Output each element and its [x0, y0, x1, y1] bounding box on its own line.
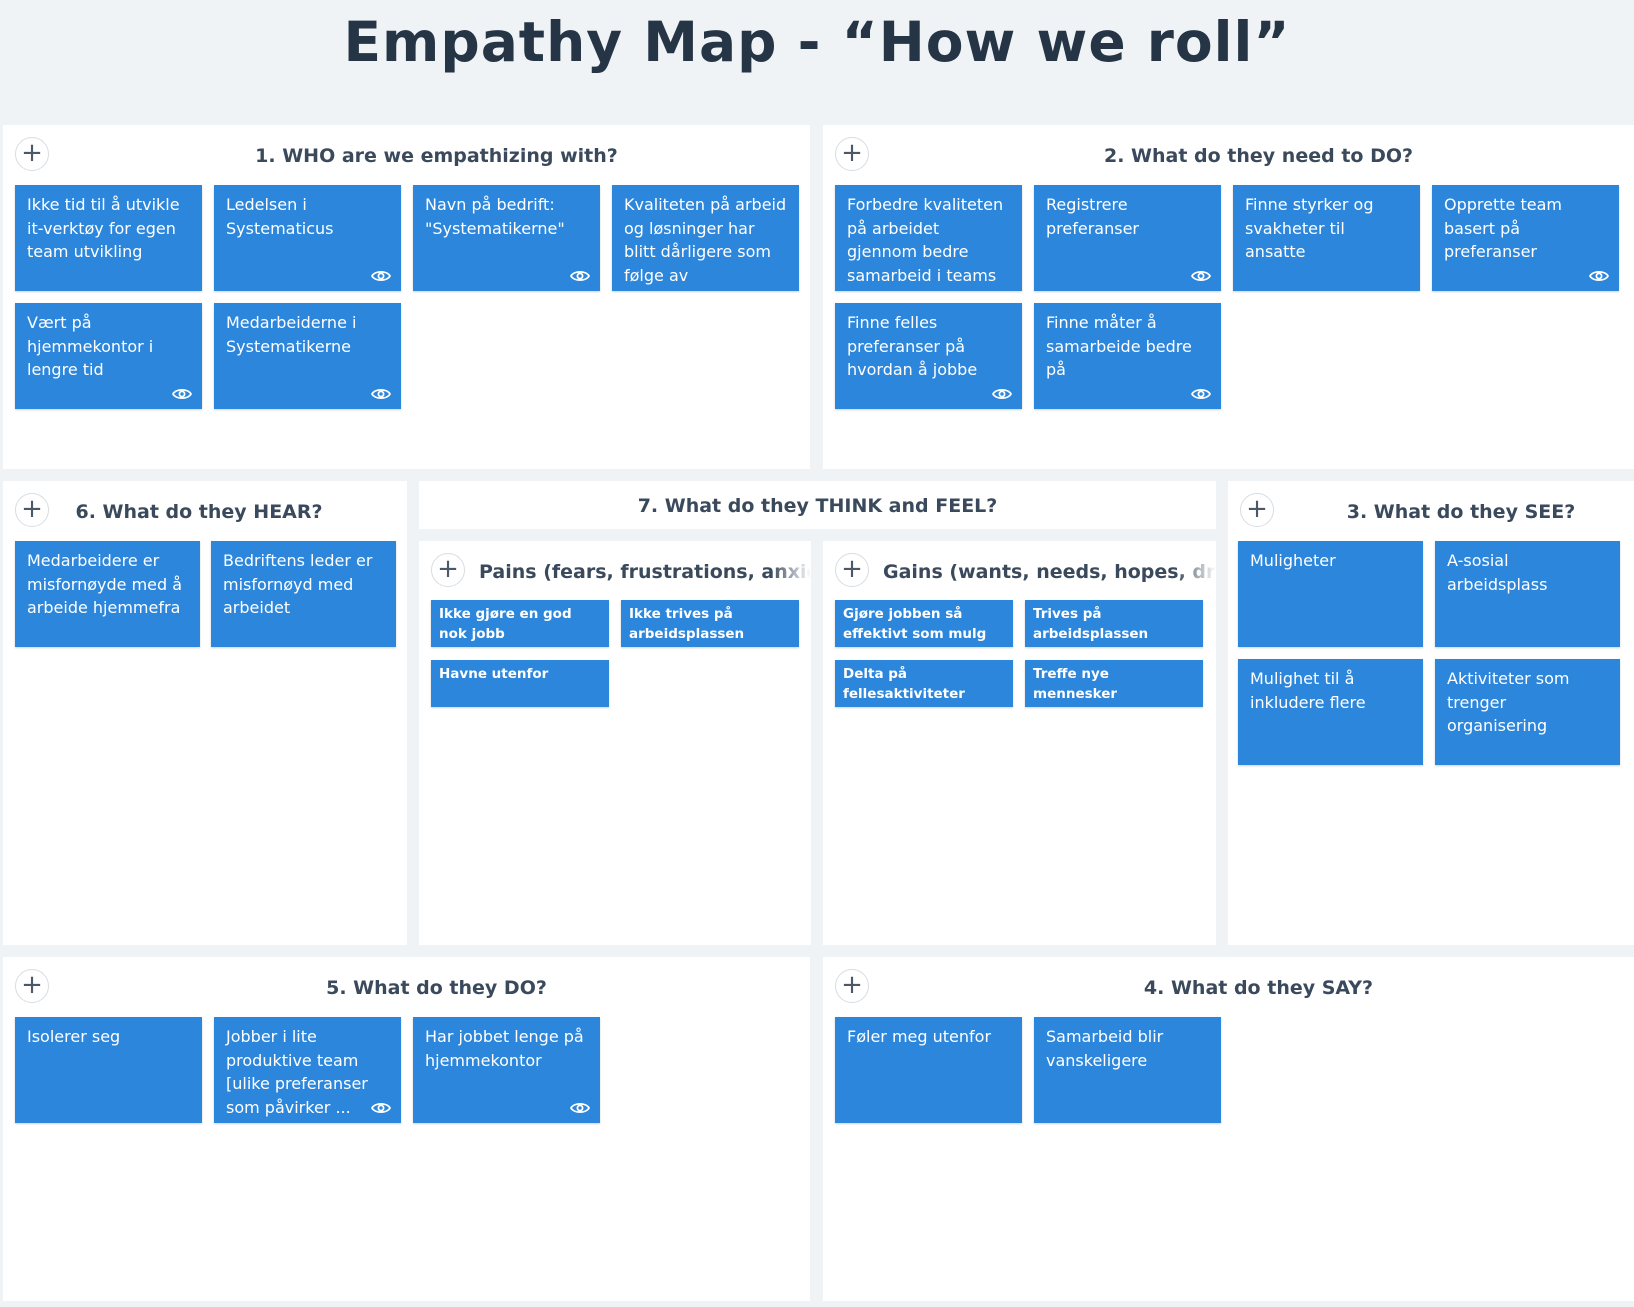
- sticky-note[interactable]: Havne utenfor: [431, 660, 609, 707]
- sticky-note-text: Jobber i lite produktive team [ulike pre…: [226, 1027, 368, 1117]
- sticky-note[interactable]: Forbedre kvaliteten på arbeidet gjennom …: [835, 185, 1022, 291]
- eye-icon[interactable]: [1589, 269, 1609, 283]
- sticky-note-text: Medarbeiderne i Systematikerne: [226, 313, 357, 356]
- sticky-note[interactable]: Føler meg utenfor: [835, 1017, 1022, 1123]
- title-fade: [771, 555, 811, 589]
- sticky-note[interactable]: Ikke trives på arbeidsplassen: [621, 600, 799, 647]
- panel-need-to-do: + 2. What do they need to DO? Forbedre k…: [823, 125, 1634, 469]
- sticky-note[interactable]: Aktiviteter som trenger organisering: [1435, 659, 1620, 765]
- panel-hear: + 6. What do they HEAR? Medarbeidere er …: [3, 481, 407, 945]
- eye-icon[interactable]: [992, 387, 1012, 401]
- sticky-note-text: Ikke trives på arbeidsplassen: [629, 606, 745, 642]
- sticky-note[interactable]: Kvaliteten på arbeid og løsninger har bl…: [612, 185, 799, 291]
- sticky-note-text: Kvaliteten på arbeid og løsninger har bl…: [624, 195, 787, 291]
- sticky-note[interactable]: Opprette team basert på preferanser: [1432, 185, 1619, 291]
- sticky-note-text: Bedriftens leder er misfornøyd med arbei…: [223, 551, 373, 617]
- sticky-note[interactable]: Samarbeid blir vanskeligere: [1034, 1017, 1221, 1123]
- sticky-note-text: Ledelsen i Systematicus: [226, 195, 334, 238]
- sticky-note[interactable]: Medarbeiderne i Systematikerne: [214, 303, 401, 409]
- sticky-note[interactable]: Finne måter å samarbeide bedre på: [1034, 303, 1221, 409]
- sticky-note-text: Finne felles preferanser på hvordan å jo…: [847, 313, 978, 379]
- title-fade: [1176, 555, 1216, 589]
- add-card-button[interactable]: +: [835, 137, 869, 171]
- add-card-button[interactable]: +: [15, 969, 49, 1003]
- sticky-note[interactable]: Treffe nye mennesker: [1025, 660, 1203, 707]
- sticky-note-text: Ikke tid til å utvikle it-verktøy for eg…: [27, 195, 180, 261]
- eye-icon[interactable]: [172, 387, 192, 401]
- sticky-note-text: Samarbeid blir vanskeligere: [1046, 1027, 1164, 1070]
- panel-think-feel-header: 7. What do they THINK and FEEL?: [419, 481, 1216, 529]
- add-card-button[interactable]: +: [15, 137, 49, 171]
- sticky-note-text: Aktiviteter som trenger organisering: [1447, 669, 1570, 735]
- panel-see: + 3. What do they SEE? Muligheter A-sosi…: [1228, 481, 1634, 945]
- sticky-note[interactable]: Gjøre jobben så effektivt som mulg: [835, 600, 1013, 647]
- add-card-button[interactable]: +: [1240, 493, 1274, 527]
- sticky-note[interactable]: Medarbeidere er misfornøyde med å arbeid…: [15, 541, 200, 647]
- sticky-note-text: Opprette team basert på preferanser: [1444, 195, 1562, 261]
- sticky-note-text: A-sosial arbeidsplass: [1447, 551, 1548, 594]
- panel-title: 6. What do they HEAR?: [75, 501, 323, 523]
- sticky-note[interactable]: Delta på fellesaktiviteter: [835, 660, 1013, 707]
- sticky-note[interactable]: Ledelsen i Systematicus: [214, 185, 401, 291]
- sticky-note[interactable]: Bedriftens leder er misfornøyd med arbei…: [211, 541, 396, 647]
- gains-title: Gains (wants, needs, hopes, dreams): [883, 561, 1216, 583]
- panel-title: 2. What do they need to DO?: [1103, 145, 1414, 167]
- sticky-note[interactable]: A-sosial arbeidsplass: [1435, 541, 1620, 647]
- add-card-button[interactable]: +: [835, 553, 869, 587]
- panel-say: + 4. What do they SAY? Føler meg utenfor…: [823, 957, 1634, 1301]
- panel-title: 4. What do they SAY?: [1143, 977, 1374, 999]
- sticky-note[interactable]: Navn på bedrift: "Systematikerne": [413, 185, 600, 291]
- sticky-note-text: Delta på fellesaktiviteter: [843, 666, 965, 702]
- sticky-note-text: Treffe nye mennesker: [1033, 666, 1118, 702]
- add-card-button[interactable]: +: [835, 969, 869, 1003]
- sticky-note[interactable]: Trives på arbeidsplassen: [1025, 600, 1203, 647]
- add-card-button[interactable]: +: [431, 553, 465, 587]
- pains-title: Pains (fears, frustrations, anxieties): [479, 561, 811, 583]
- panel-do: + 5. What do they DO? Isolerer seg Jobbe…: [3, 957, 810, 1301]
- eye-icon[interactable]: [570, 269, 590, 283]
- sticky-note-text: Isolerer seg: [27, 1027, 121, 1046]
- panel-title: 5. What do they DO?: [326, 977, 547, 999]
- eye-icon[interactable]: [371, 387, 391, 401]
- eye-icon[interactable]: [570, 1101, 590, 1115]
- eye-icon[interactable]: [1191, 387, 1211, 401]
- sticky-note-text: Medarbeidere er misfornøyde med å arbeid…: [27, 551, 183, 617]
- sticky-note-text: Gjøre jobben så effektivt som mulg: [843, 606, 987, 642]
- sticky-note-text: Har jobbet lenge på hjemmekontor: [425, 1027, 584, 1070]
- sticky-note-text: Trives på arbeidsplassen: [1033, 606, 1149, 642]
- sticky-note-text: Registrere preferanser: [1046, 195, 1139, 238]
- sticky-note-text: Føler meg utenfor: [847, 1027, 992, 1046]
- sticky-note[interactable]: Isolerer seg: [15, 1017, 202, 1123]
- panel-title: 3. What do they SEE?: [1346, 501, 1576, 523]
- sticky-note-text: Ikke gjøre en god nok jobb: [439, 606, 572, 642]
- sticky-note-text: Finne styrker og svakheter til ansatte: [1245, 195, 1374, 261]
- eye-icon[interactable]: [371, 1101, 391, 1115]
- sticky-note[interactable]: Ikke gjøre en god nok jobb: [431, 600, 609, 647]
- page-title: Empathy Map - “How we roll”: [343, 10, 1291, 74]
- sticky-note-text: Forbedre kvaliteten på arbeidet gjennom …: [847, 195, 1004, 285]
- sticky-note-text: Vært på hjemmekontor i lengre tid: [27, 313, 154, 379]
- sticky-note-text: Mulighet til å inkludere flere: [1250, 669, 1366, 712]
- sticky-note-text: Havne utenfor: [439, 666, 549, 682]
- eye-icon[interactable]: [1191, 269, 1211, 283]
- panel-pains: + Pains (fears, frustrations, anxieties)…: [419, 541, 811, 945]
- sticky-note[interactable]: Mulighet til å inkludere flere: [1238, 659, 1423, 765]
- sticky-note-text: Finne måter å samarbeide bedre på: [1046, 313, 1192, 379]
- sticky-note[interactable]: Har jobbet lenge på hjemmekontor: [413, 1017, 600, 1123]
- sticky-note[interactable]: Registrere preferanser: [1034, 185, 1221, 291]
- sticky-note[interactable]: Finne styrker og svakheter til ansatte: [1233, 185, 1420, 291]
- add-card-button[interactable]: +: [15, 493, 49, 527]
- panel-title: 7. What do they THINK and FEEL?: [637, 495, 998, 517]
- panel-title: 1. WHO are we empathizing with?: [255, 145, 618, 167]
- sticky-note[interactable]: Ikke tid til å utvikle it-verktøy for eg…: [15, 185, 202, 291]
- sticky-note[interactable]: Finne felles preferanser på hvordan å jo…: [835, 303, 1022, 409]
- sticky-note[interactable]: Vært på hjemmekontor i lengre tid: [15, 303, 202, 409]
- panel-gains: + Gains (wants, needs, hopes, dreams) Gj…: [823, 541, 1216, 945]
- sticky-note-text: Navn på bedrift: "Systematikerne": [425, 195, 565, 238]
- sticky-note[interactable]: Jobber i lite produktive team [ulike pre…: [214, 1017, 401, 1123]
- sticky-note-text: Muligheter: [1250, 551, 1336, 570]
- eye-icon[interactable]: [371, 269, 391, 283]
- panel-who: + 1. WHO are we empathizing with? Ikke t…: [3, 125, 810, 469]
- sticky-note[interactable]: Muligheter: [1238, 541, 1423, 647]
